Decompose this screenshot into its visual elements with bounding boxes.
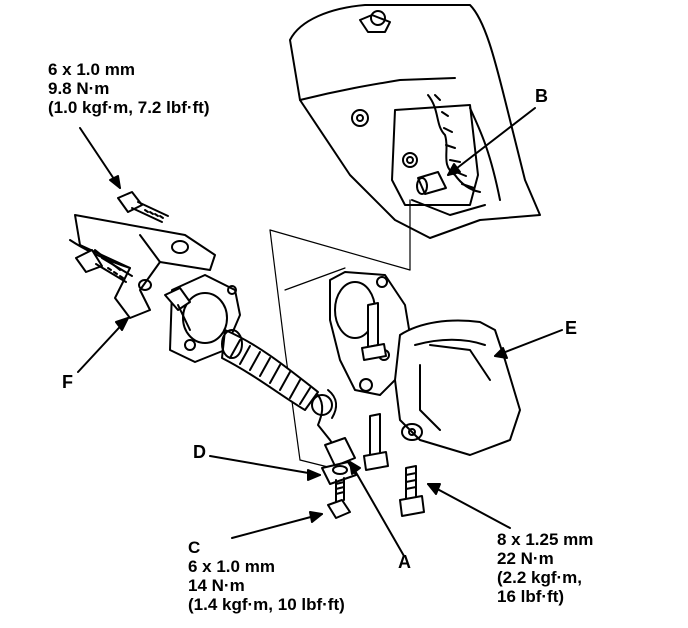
spec-c-bolt-torque: 14 N·m — [188, 576, 245, 595]
label-b: B — [535, 86, 548, 106]
bolt-c — [327, 477, 351, 519]
bolt-f-lower — [75, 249, 133, 283]
arrow-a — [349, 461, 405, 557]
arrow-d — [209, 455, 321, 476]
mount-bracket — [329, 271, 411, 396]
slave-cylinder — [164, 274, 341, 456]
arrow-e-bolt-spec — [427, 483, 511, 529]
label-f: F — [62, 372, 73, 392]
spec-e-bolt-torque-alt-1: (2.2 kgf·m, — [497, 568, 583, 587]
label-a: A — [398, 552, 411, 572]
leader-arrows — [77, 107, 563, 557]
cover-e — [394, 319, 521, 456]
label-e: E — [565, 318, 578, 338]
spec-f-bolt-size: 6 x 1.0 mm — [48, 60, 135, 79]
spec-e-bolt-torque: 22 N·m — [497, 549, 554, 568]
label-c: C — [188, 538, 201, 557]
spec-c-bolt: C 6 x 1.0 mm 14 N·m (1.4 kgf·m, 10 lbf·f… — [188, 538, 345, 614]
transmission-housing — [289, 4, 541, 239]
arrow-b — [447, 107, 536, 176]
spec-c-bolt-torque-alt: (1.4 kgf·m, 10 lbf·ft) — [188, 595, 345, 614]
spec-f-bolt-torque: 9.8 N·m — [48, 79, 110, 98]
spec-f-bolt: 6 x 1.0 mm 9.8 N·m (1.0 kgf·m, 7.2 lbf·f… — [48, 60, 210, 117]
label-d: D — [193, 442, 206, 462]
bolt-e — [399, 465, 425, 517]
bolt-f-upper — [117, 191, 169, 223]
arrow-e — [494, 329, 563, 357]
spec-c-bolt-size: 6 x 1.0 mm — [188, 557, 275, 576]
spec-f-bolt-torque-alt: (1.0 kgf·m, 7.2 lbf·ft) — [48, 98, 210, 117]
clip-assembly — [321, 437, 357, 485]
spec-e-bolt-torque-alt-2: 16 lbf·ft) — [497, 587, 565, 606]
spec-e-bolt-size: 8 x 1.25 mm — [497, 530, 594, 549]
arrow-c — [231, 513, 323, 539]
spec-e-bolt: 8 x 1.25 mm 22 N·m (2.2 kgf·m, 16 lbf·ft… — [497, 530, 593, 606]
bolt-center — [363, 413, 389, 471]
